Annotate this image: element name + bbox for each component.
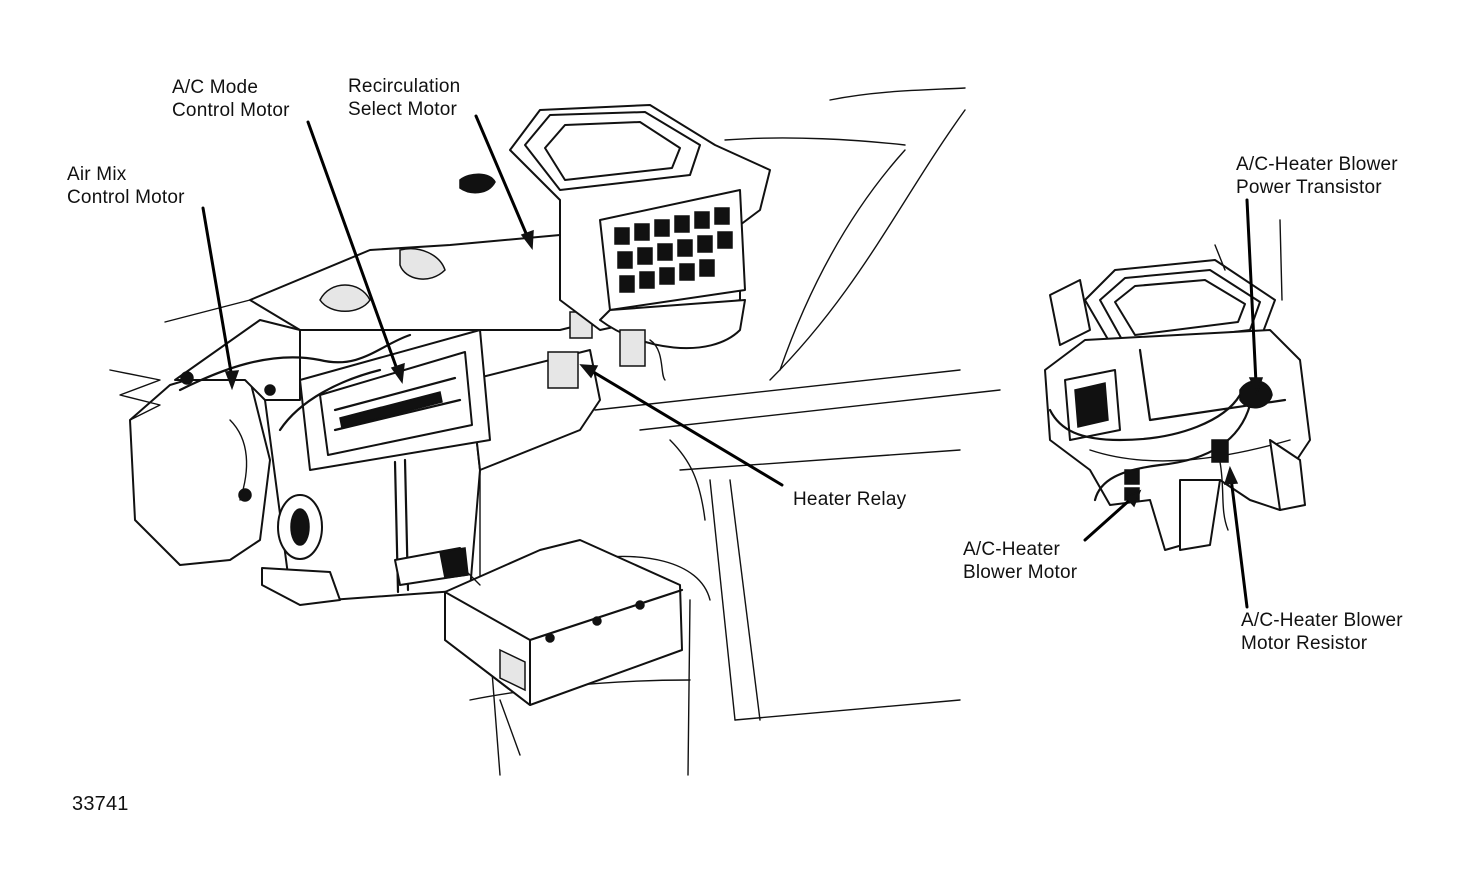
label-line: Motor Resistor: [1241, 633, 1368, 654]
leader-blower-motor: [1083, 496, 1134, 542]
label-ac-mode-control-motor: A/C Mode Control Motor: [172, 76, 290, 122]
label-air-mix-control-motor: Air Mix Control Motor: [67, 163, 185, 209]
label-line: Heater Relay: [793, 489, 907, 510]
label-line: A/C-Heater Blower: [1236, 154, 1398, 175]
leader-power-transistor: [1245, 198, 1258, 385]
blower-assembly: [1044, 219, 1311, 551]
label-blower-motor: A/C-Heater Blower Motor: [963, 538, 1077, 584]
leader-lines: [201, 114, 1264, 609]
recirculation-grille: [614, 207, 733, 293]
label-line: A/C Mode: [172, 77, 259, 98]
control-panel: [394, 539, 684, 706]
label-line: A/C-Heater: [963, 539, 1061, 560]
leader-ac-mode: [306, 120, 400, 374]
label-line: Blower Motor: [963, 562, 1078, 583]
label-recirculation-select-motor: Recirculation Select Motor: [348, 75, 460, 121]
label-line: Recirculation: [348, 76, 461, 97]
label-blower-motor-resistor: A/C-Heater Blower Motor Resistor: [1241, 609, 1403, 655]
hvac-unit-body: [109, 173, 601, 606]
leader-heater-relay: [588, 368, 784, 487]
leader-blower-resistor: [1229, 476, 1249, 609]
label-line: Control Motor: [172, 100, 290, 121]
leader-air-mix: [201, 206, 234, 380]
label-heater-relay: Heater Relay: [793, 488, 906, 511]
label-line: Control Motor: [67, 187, 185, 208]
label-line: A/C-Heater Blower: [1241, 610, 1403, 631]
leader-recirculation: [474, 114, 530, 240]
recirculation-box: [509, 104, 771, 381]
label-blower-power-transistor: A/C-Heater Blower Power Transistor: [1236, 153, 1398, 199]
figure-number: 33741: [72, 793, 129, 815]
label-line: Power Transistor: [1236, 177, 1382, 198]
label-line: Air Mix: [67, 164, 127, 185]
label-line: Select Motor: [348, 99, 458, 120]
